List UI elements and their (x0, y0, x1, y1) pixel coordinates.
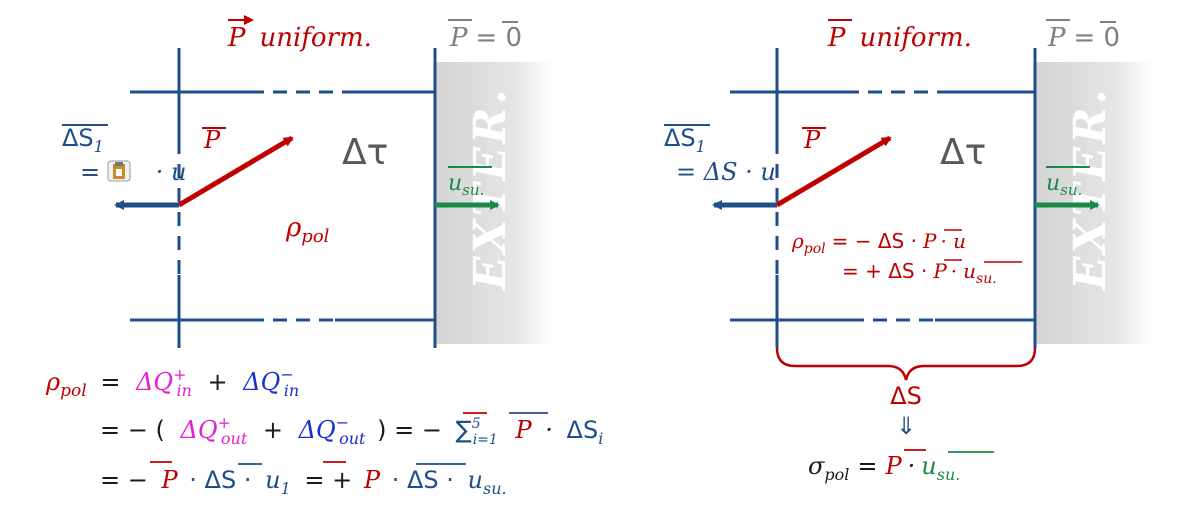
polarization-arrow (177, 135, 294, 208)
clipboard-icon[interactable] (107, 160, 131, 182)
u-su-label: usu. (1046, 171, 1082, 199)
delta-s1-equation: = · u (80, 158, 186, 186)
frame-lines (730, 48, 1037, 348)
double-down-arrow-icon: ⇓ (896, 412, 916, 440)
p-zero-label: P= 0 (1047, 23, 1120, 53)
equation-line-3: = − P · ΔS · u1 = + P · ΔS · usu. (100, 466, 507, 500)
brace-label: ΔS (890, 382, 922, 410)
rho-pol-label: ρpol (285, 213, 330, 247)
p-arrow-label: P (803, 126, 821, 154)
rho-pol-line2: = + ΔS ·P·usu. (842, 259, 997, 287)
rho-pol-line1: ρpol= − ΔS ·P· u (791, 229, 966, 257)
u-su-label: usu. (448, 171, 484, 199)
p-arrow-label: P (203, 126, 221, 154)
exterior-label: EXTER. (465, 86, 516, 292)
delta-s1-label: ΔS1 (62, 124, 104, 156)
frame-lines (130, 48, 437, 348)
polarization-arrow (775, 135, 892, 208)
volume-element-label: Δτ (342, 132, 388, 173)
volume-element-label: Δτ (940, 132, 986, 173)
delta-s-brace (775, 347, 1037, 381)
equation-line-1: ρpol = ΔQ+in + ΔQ−in (45, 365, 299, 402)
p-zero-label: P= 0 (449, 23, 522, 53)
equation-vector-bars (150, 412, 548, 465)
exterior-label: EXTER. (1065, 86, 1116, 292)
delta-s1-label: ΔS1 (664, 124, 706, 156)
delta-s1-equation: = ΔS · u (676, 158, 776, 186)
sigma-pol-equation: σpol=P·usu. (808, 452, 960, 484)
equations-block: ρpol = ΔQ+in + ΔQ−in = − ( ΔQ+out + ΔQ−o… (45, 365, 603, 500)
